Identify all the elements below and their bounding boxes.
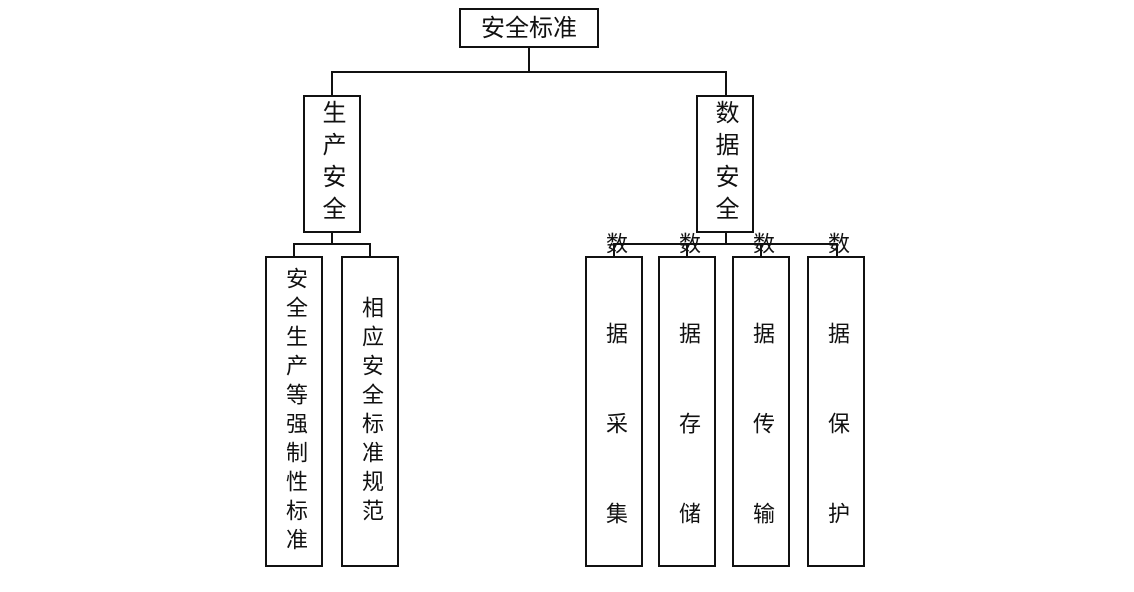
data-collection-node: 数据采集 [585, 232, 643, 592]
data-storage-node: 数据存储 [658, 232, 716, 592]
data-protection-label: 数据保护 [824, 231, 849, 592]
production-safety-label: 生产安全 [318, 100, 346, 228]
connector-top-horizontal [331, 71, 725, 73]
connector-production-safety-vertical [331, 233, 333, 244]
data-transmission-node: 数据传输 [732, 232, 790, 592]
connector-production-safety-horizontal [293, 243, 371, 245]
related-safety-standards-label: 相应安全标准规范 [358, 295, 383, 528]
connector-data-safety-horizontal [613, 243, 838, 245]
connector-data-child-4 [836, 243, 838, 256]
connector-to-production-safety [331, 71, 333, 95]
production-safety-node: 生产安全 [303, 95, 361, 233]
data-safety-label: 数据安全 [711, 100, 739, 228]
connector-root-vertical [528, 48, 530, 72]
connector-production-child-1 [293, 243, 295, 256]
root-node-label: 安全标准 [481, 14, 577, 42]
data-storage-label: 数据存储 [675, 231, 700, 592]
data-safety-node: 数据安全 [696, 95, 754, 233]
data-collection-label: 数据采集 [602, 231, 627, 592]
mandatory-safety-production-standards-label: 安全生产等强制性标准 [282, 266, 307, 557]
connector-data-child-2 [686, 243, 688, 256]
data-protection-node: 数据保护 [807, 232, 865, 592]
hierarchy-diagram: 安全标准 生产安全 数据安全 安全生产等强制性标准 相应安全标准规范 数据采集 … [265, 8, 865, 592]
connector-to-data-safety [725, 71, 727, 95]
root-node: 安全标准 [459, 8, 599, 48]
related-safety-standards-node: 相应安全标准规范 [341, 256, 399, 567]
mandatory-safety-production-standards-node: 安全生产等强制性标准 [265, 256, 323, 567]
connector-data-child-3 [760, 243, 762, 256]
data-transmission-label: 数据传输 [749, 231, 774, 592]
connector-data-safety-vertical [725, 233, 727, 244]
connector-data-child-1 [613, 243, 615, 256]
connector-production-child-2 [369, 243, 371, 256]
